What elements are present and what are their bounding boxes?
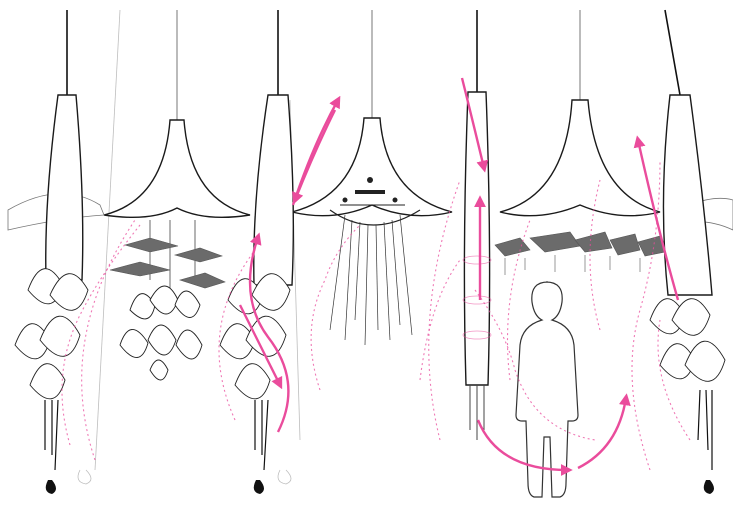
pendant-column-1 — [15, 10, 88, 494]
pendant-column-3 — [463, 10, 491, 440]
canopy-left — [8, 10, 250, 230]
canopy-center — [292, 10, 452, 216]
left-petal-cluster — [120, 286, 202, 380]
right-grey-fins — [495, 232, 665, 275]
